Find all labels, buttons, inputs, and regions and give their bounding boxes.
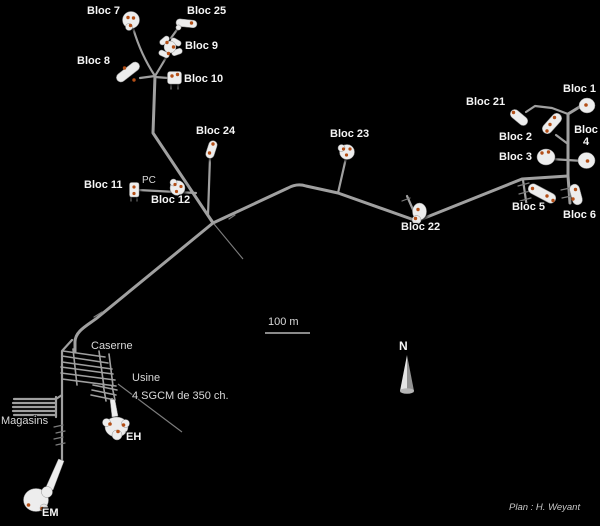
usine-leader-line (117, 383, 183, 433)
branch-bloc3-bloc4 (549, 157, 585, 163)
label-bloc-6: Bloc 6 (563, 209, 597, 221)
label-bloc-4: Bloc 4 (574, 124, 598, 149)
gallery-network (54, 25, 588, 464)
bloc-5-structure (527, 183, 557, 204)
bloc-24-structure (205, 140, 218, 159)
branch-bloc9 (153, 54, 169, 78)
bloc-1-structure (578, 97, 596, 114)
bloc-8-structure (116, 61, 140, 83)
branch-bloc10 (153, 75, 170, 80)
label-magasins: Magasins (1, 415, 49, 427)
label-bloc-10: Bloc 10 (184, 73, 224, 85)
branch-bloc24 (206, 155, 215, 224)
branch-bloc2 (554, 133, 570, 146)
north-label: N (399, 339, 408, 353)
bloc-9-structure (158, 35, 183, 59)
bloc-11-structure (129, 182, 140, 198)
bloc-7-structure (122, 11, 140, 31)
label-bloc-21: Bloc 21 (466, 96, 506, 108)
combat-blocks (23, 11, 596, 513)
bloc-6-structure (569, 183, 583, 206)
stair-ticks (53, 83, 572, 446)
label-bloc-25: Bloc 25 (187, 5, 227, 17)
bloc-25-structure (175, 18, 198, 31)
label-bloc-12: Bloc 12 (151, 194, 191, 206)
label-bloc-2: Bloc 2 (499, 131, 533, 143)
label-em: EM (42, 507, 59, 519)
gallery-junction-stub (213, 223, 244, 260)
label-bloc-5: Bloc 5 (512, 201, 546, 213)
branch-bloc8 (138, 74, 157, 80)
branch-bloc23 (336, 156, 348, 195)
bloc-23-structure (337, 144, 355, 160)
branch-bloc11-bloc12 (136, 188, 198, 195)
bloc-3-structure (536, 148, 556, 166)
label-eh: EH (126, 431, 142, 443)
gallery-east (211, 174, 570, 225)
label-bloc-8: Bloc 8 (77, 55, 111, 67)
label-bloc-9: Bloc 9 (185, 40, 219, 52)
label-bloc-11: Bloc 11 (84, 179, 123, 191)
label-bloc-1: Bloc 1 (563, 83, 597, 95)
label-bloc-3: Bloc 3 (499, 151, 533, 163)
label-caserne: Caserne (91, 340, 133, 352)
bloc-4-structure (577, 152, 596, 169)
caserne-structure (60, 348, 117, 388)
em-structure (23, 458, 65, 513)
credit-text: Plan : H. Weyant (509, 502, 581, 513)
eh-structure (102, 398, 130, 441)
bloc-10-structure (167, 71, 182, 85)
label-bloc-23: Bloc 23 (330, 128, 370, 140)
bloc-21-structure (510, 109, 528, 126)
branch-bloc21 (524, 104, 570, 116)
bloc-12-structure (169, 178, 186, 196)
label-pc: PC (142, 175, 156, 186)
bloc-2-structure (542, 113, 562, 134)
north-arrow (400, 355, 414, 394)
gallery-southwest (73, 221, 215, 354)
label-bloc-7: Bloc 7 (87, 5, 121, 17)
label-usine: Usine (132, 372, 161, 384)
label-bloc-24: Bloc 24 (196, 125, 236, 137)
branch-bloc7 (131, 26, 157, 78)
label-usine-detail: 4 SGCM de 350 ch. (132, 390, 229, 402)
magasins-structure (11, 397, 57, 417)
label-bloc-22: Bloc 22 (401, 221, 441, 233)
gallery-east-vertical-lower (566, 174, 572, 205)
bloc-22-structure (411, 202, 427, 225)
scale-label: 100 m (268, 316, 299, 328)
